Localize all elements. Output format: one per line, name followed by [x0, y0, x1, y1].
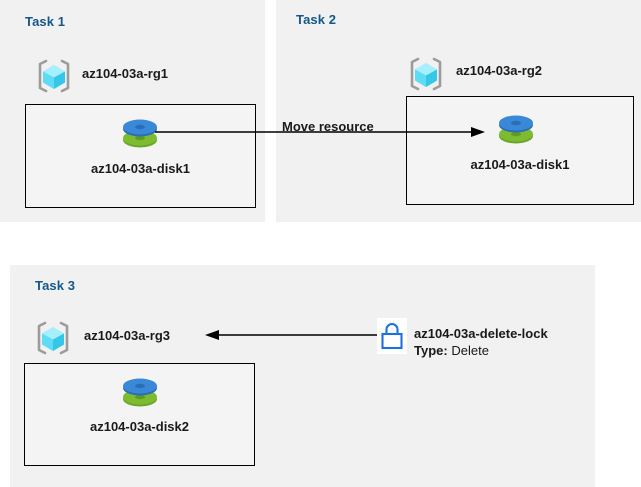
resource-group-label-rg2: az104-03a-rg2: [456, 63, 542, 78]
resource-box-task-2: [406, 96, 634, 205]
move-resource-arrow: [155, 122, 485, 142]
panel-title-task-3: Task 3: [35, 278, 76, 293]
panel-title-task-1: Task 1: [25, 14, 66, 29]
resource-group-label-rg3: az104-03a-rg3: [84, 328, 170, 343]
lock-type-value: Delete: [451, 343, 489, 358]
managed-disk-icon: [118, 373, 162, 413]
padlock-icon: [377, 318, 407, 354]
disk-label-disk1-task-2: az104-03a-disk1: [470, 157, 570, 172]
managed-disk-icon: [494, 110, 538, 150]
move-resource-label: Move resource: [282, 119, 374, 134]
resource-group-label-rg1: az104-03a-rg1: [82, 66, 168, 81]
disk-label-disk1-task-1: az104-03a-disk1: [90, 161, 190, 176]
lock-type-key: Type:: [414, 343, 448, 358]
disk-label-disk2-task-3: az104-03a-disk2: [89, 419, 189, 434]
lock-name-label: az104-03a-delete-lock: [414, 326, 548, 341]
resource-group-cube-icon: [34, 56, 74, 96]
resource-group-cube-icon: [33, 318, 73, 358]
panel-title-task-2: Task 2: [296, 12, 337, 27]
lock-applies-to-arrow: [205, 325, 380, 345]
managed-disk-icon: [118, 114, 162, 154]
lock-type-label: Type: Delete: [414, 343, 489, 358]
resource-group-cube-icon: [406, 54, 446, 94]
